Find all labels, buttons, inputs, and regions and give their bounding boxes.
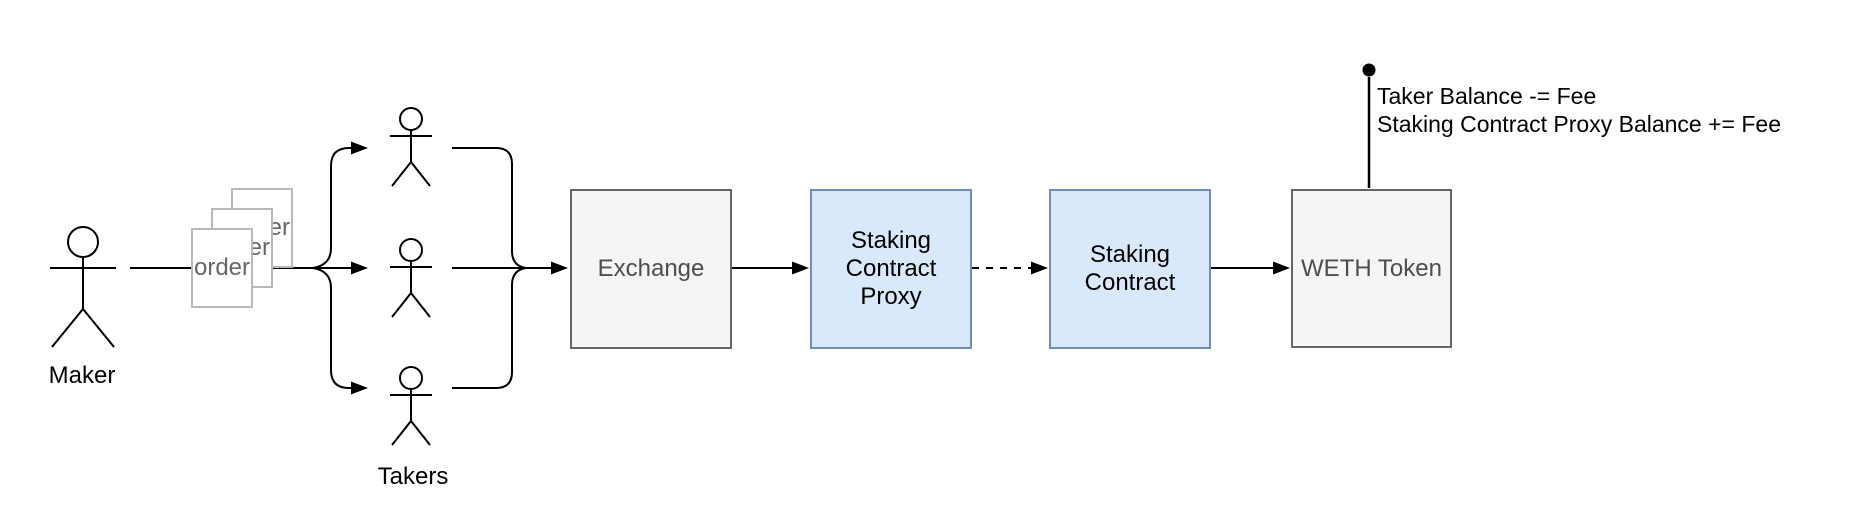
arrowhead-fanout-top: [351, 141, 368, 155]
takers-label: Takers: [377, 463, 449, 490]
maker-actor-icon: [50, 226, 116, 348]
node-staking-contract-proxy: Staking Contract Proxy: [810, 189, 972, 349]
node-weth-token: WETH Token: [1291, 189, 1452, 348]
arrowhead-into-weth: [1273, 261, 1290, 275]
order-document-front: order: [191, 228, 253, 308]
taker-actor-icon-top: [390, 107, 432, 187]
node-exchange: Exchange: [570, 189, 732, 349]
fee-annotation-line-2: Staking Contract Proxy Balance += Fee: [1377, 111, 1781, 137]
node-staking-contract-label: Staking Contract: [1084, 241, 1176, 296]
node-staking-contract: Staking Contract: [1049, 189, 1211, 349]
arrowhead-into-exchange: [551, 261, 568, 275]
fee-annotation: Taker Balance -= Fee Staking Contract Pr…: [1377, 82, 1781, 138]
maker-label: Maker: [48, 362, 116, 389]
node-staking-contract-proxy-label: Staking Contract Proxy: [845, 227, 937, 310]
arrowhead-fanout-middle: [351, 261, 368, 275]
edge-merge-top: [452, 147, 527, 269]
arrowhead-into-contract: [1031, 261, 1048, 275]
arrowhead-fanout-bottom: [351, 381, 368, 395]
edge-fanout-top: [312, 147, 351, 269]
edge-fanout-bottom: [312, 267, 351, 389]
arrowhead-into-proxy: [792, 261, 809, 275]
edge-merge-bottom: [452, 267, 527, 389]
annotation-endpoint-dot: [1362, 63, 1376, 77]
order-document-label: order: [193, 254, 251, 281]
node-weth-token-label: WETH Token: [1301, 254, 1442, 282]
fee-annotation-line-1: Taker Balance -= Fee: [1377, 83, 1597, 109]
node-exchange-label: Exchange: [597, 255, 705, 282]
taker-actor-icon-bottom: [390, 366, 432, 446]
taker-actor-icon-middle: [390, 238, 432, 318]
